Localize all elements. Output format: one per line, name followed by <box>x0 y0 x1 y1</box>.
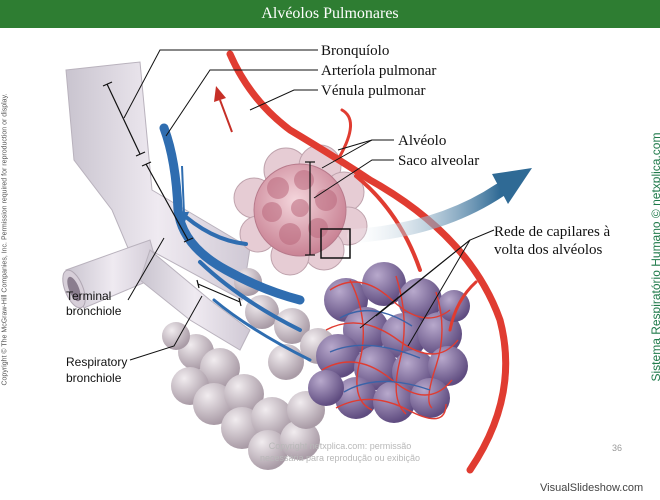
air-flow-arrowhead-icon <box>492 168 532 204</box>
label-terminal-bronchiole-line2: bronchiole <box>66 304 122 318</box>
artery-flow-arrow <box>219 99 233 133</box>
air-flow-arrow <box>347 183 507 243</box>
label-arteriola-pulmonar: Arteríola pulmonar <box>321 63 436 79</box>
watermark-line2: necessária para reprodução ou exibição <box>259 453 421 463</box>
capillary-network <box>321 275 459 420</box>
slide-title: Alvéolos Pulmonares <box>0 0 660 28</box>
watermark-line1: Copyright netxplica.com: permissão <box>268 441 412 451</box>
label-venula-pulmonar: Vénula pulmonar <box>321 83 426 99</box>
side-credit: Sistema Respiratório Humano © netxplica.… <box>649 132 660 382</box>
label-alveolo: Alvéolo <box>398 133 446 149</box>
artery-arrowhead-icon <box>214 86 226 102</box>
watermark: Copyright netxplica.com: permissão neces… <box>240 440 440 464</box>
label-rede-capilares-line1: Rede de capilares à <box>494 224 611 240</box>
label-bronquiolo: Bronquíolo <box>321 43 389 59</box>
label-respiratory-bronchiole-line1: Respiratory <box>66 355 127 369</box>
label-terminal-bronchiole-line1: Terminal <box>66 289 111 303</box>
copyright-notice: Copyright © The McGraw-Hill Companies, I… <box>1 93 9 386</box>
footer-brand: VisualSlideshow.com <box>540 482 644 494</box>
detail-box <box>320 228 351 259</box>
alveolar-sac <box>233 144 368 276</box>
capillary-alveoli-cluster <box>308 262 470 423</box>
vein-arrowhead-icon <box>179 212 189 224</box>
label-rede-capilares-line2: volta dos alvéolos <box>494 242 602 258</box>
label-saco-alveolar: Saco alveolar <box>398 153 479 169</box>
label-respiratory-bronchiole-line2: bronchiole <box>66 371 122 385</box>
page-number: 36 <box>612 443 623 453</box>
leader-lines <box>123 49 495 361</box>
pulmonary-artery <box>226 50 510 474</box>
vein-flow-arrow <box>181 165 185 215</box>
bracket-markers <box>102 81 315 307</box>
